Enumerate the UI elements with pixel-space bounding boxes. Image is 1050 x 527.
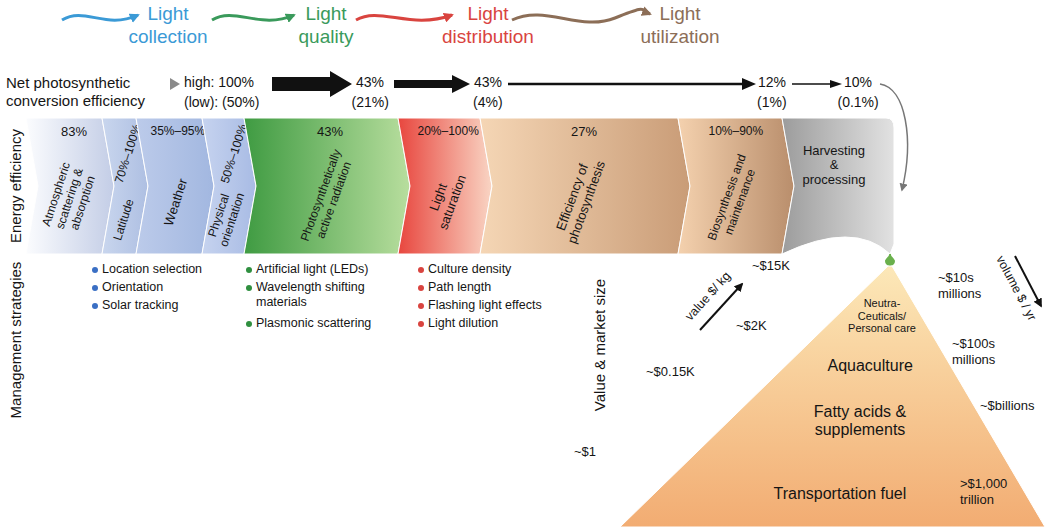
strategy-item: Light dilution xyxy=(428,316,498,331)
efficiency-value: 43% xyxy=(356,74,384,91)
value-label: ~$100s millions xyxy=(952,336,1016,367)
efficiency-step: 27%Efficiency of photosynthesis xyxy=(480,118,690,254)
bullet xyxy=(92,285,98,291)
efficiency-value: high: 100% xyxy=(184,74,254,91)
flow-arrow xyxy=(62,15,138,20)
step-value: 27% xyxy=(571,125,597,140)
flow-arrow xyxy=(512,9,650,22)
bullet xyxy=(418,285,424,291)
efficiency-value: 10% xyxy=(844,74,872,91)
step-value: 35%–95% xyxy=(151,125,206,139)
stage-heading: Light collection xyxy=(118,3,218,49)
shape-fill xyxy=(398,118,492,254)
bullet xyxy=(246,267,252,273)
shape-fill xyxy=(782,118,894,254)
efficiency-value: 43% xyxy=(474,74,502,91)
efficiency-value: (low): (50%) xyxy=(184,94,259,111)
flow-arrow xyxy=(356,15,452,20)
bullet xyxy=(418,267,424,273)
loss-arrow xyxy=(508,83,744,86)
node-label: Neutra-Ceuticals/ Personal care xyxy=(846,297,918,335)
efficiency-value: (4%) xyxy=(473,94,503,111)
axis-title: Value & market size xyxy=(591,279,609,411)
value-label: ~$10s millions xyxy=(938,270,994,301)
strategy-item: Culture density xyxy=(428,262,511,277)
value-label: value $/ kg xyxy=(682,269,734,324)
strategy-item: Path length xyxy=(428,280,491,295)
value-label: ~$0.15K xyxy=(646,364,695,380)
efficiency-step: 10%–90%Biosynthesis and maintenance xyxy=(678,118,794,254)
node-label: Harvesting & processing xyxy=(797,144,871,189)
efficiency-value: 12% xyxy=(758,74,786,91)
axis-title: Management strategies xyxy=(7,262,25,419)
efficiency-step: 35%–95%Weather xyxy=(136,118,214,254)
loss-arrow xyxy=(272,71,352,97)
step-value: 20%–100% xyxy=(418,125,479,139)
efficiency-value: (1%) xyxy=(757,94,787,111)
value-label: ~$15K xyxy=(752,258,790,274)
shape-fill xyxy=(480,118,690,254)
flow-arrow xyxy=(212,15,294,20)
bullet xyxy=(418,303,424,309)
value-label: ~$2K xyxy=(736,318,767,334)
node-label: Aquaculture xyxy=(828,357,913,375)
processing-funnel: Harvesting & processing xyxy=(782,118,894,254)
stage-heading: Light distribution xyxy=(433,3,543,49)
loss-arrowhead xyxy=(830,80,842,88)
step-value: 83% xyxy=(61,125,87,140)
efficiency-value: Net photosynthetic conversion efficiency xyxy=(6,74,174,110)
stage-heading: Light quality xyxy=(286,3,366,49)
node-label: Fatty acids & supplements xyxy=(780,403,940,440)
loss-arrowhead xyxy=(742,78,756,90)
shape-fill xyxy=(26,118,114,254)
shape-fill xyxy=(678,118,794,254)
step-value: 43% xyxy=(317,125,343,140)
strategy-item: Flashing light effects xyxy=(428,298,542,313)
pointer-triangle xyxy=(170,78,180,90)
shape-fill xyxy=(620,266,1045,527)
efficiency-value: (0.1%) xyxy=(838,94,879,111)
stage-heading: Light utilization xyxy=(630,3,730,49)
bullet xyxy=(246,285,252,291)
strategy-item: Wavelength shifting materials xyxy=(256,280,374,310)
bullet xyxy=(246,321,252,327)
bullet xyxy=(418,321,424,327)
strategy-item: Artificial light (LEDs) xyxy=(256,262,369,277)
loss-arrow xyxy=(394,75,470,93)
efficiency-value: (21%) xyxy=(352,94,389,111)
shape-fill xyxy=(136,118,214,254)
strategy-item: Orientation xyxy=(102,280,163,295)
value-label: ~$1 xyxy=(574,444,596,460)
axis-title: Energy efficiency xyxy=(7,129,25,243)
bullet xyxy=(92,303,98,309)
efficiency-step: 43%Photosynthetically active radiation xyxy=(244,118,410,254)
efficiency-step: 20%–100%Light saturation xyxy=(398,118,492,254)
bullet xyxy=(92,267,98,273)
efficiency-step: 83%Atmospheric scattering & absorption xyxy=(26,118,114,254)
strategy-item: Plasmonic scattering xyxy=(256,316,374,331)
strategy-item: Location selection xyxy=(102,262,202,277)
flow-connector xyxy=(889,254,891,266)
value-label: ~$billions xyxy=(980,398,1035,414)
shape-fill xyxy=(244,118,410,254)
value-label: >$1,000 trillion xyxy=(960,476,1020,507)
strategy-item: Solar tracking xyxy=(102,298,178,313)
step-value: 10%–90% xyxy=(709,125,764,139)
node-label: Transportation fuel xyxy=(774,485,907,503)
loss-arrow xyxy=(792,83,832,85)
